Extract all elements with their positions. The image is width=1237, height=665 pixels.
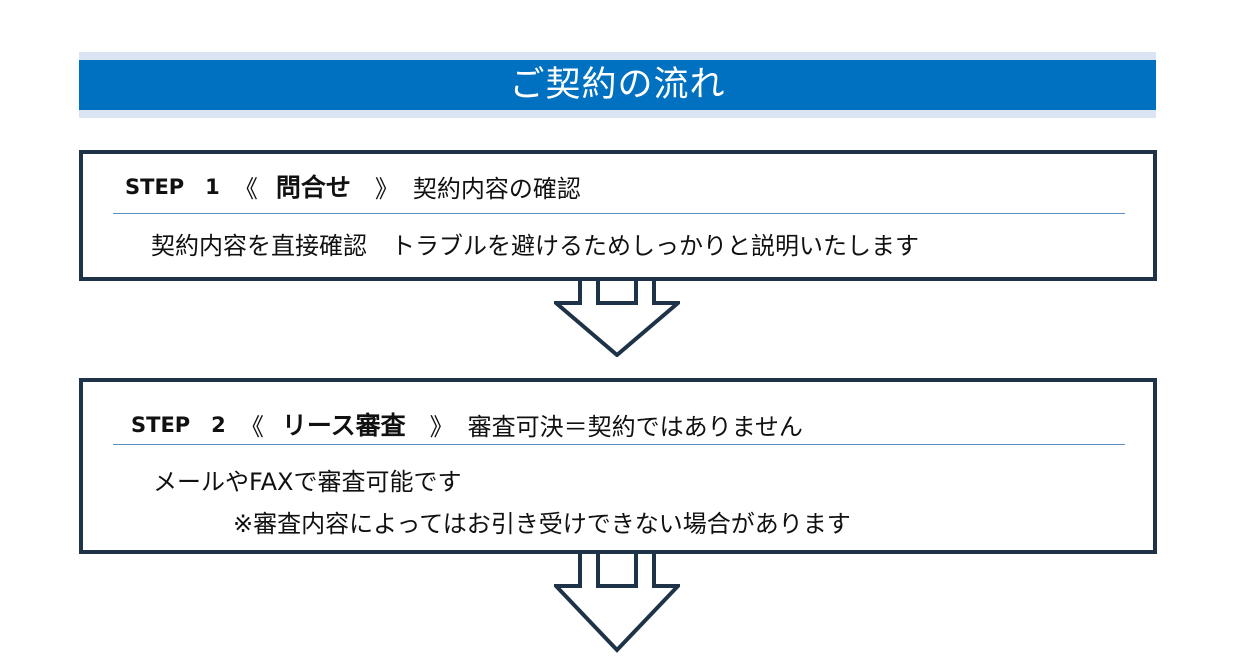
arrow-2-shape: [554, 550, 680, 653]
step-1-box: STEP 1 《 問合せ 》 契約内容の確認 契約内容を直接確認 トラブルを避け…: [79, 150, 1157, 281]
step-2-header: STEP 2 《 リース審査 》 審査可決＝契約ではありません: [131, 382, 803, 466]
step-2-body-line-2: ※審査内容によってはお引き受けできない場合があります: [233, 510, 851, 538]
step-2-close-bracket: 》: [429, 412, 454, 441]
step-2-box: STEP 2 《 リース審査 》 審査可決＝契約ではありません メールやFAXで…: [79, 378, 1157, 554]
down-arrow-icon: [554, 550, 680, 653]
step-1-close-bracket: 》: [374, 174, 399, 203]
step-2-divider: [113, 444, 1125, 445]
step-1-body-line-1: 契約内容を直接確認 トラブルを避けるためしっかりと説明いたします: [151, 232, 919, 260]
step-2-name: リース審査: [281, 411, 406, 440]
step-1-header: STEP 1 《 問合せ 》 契約内容の確認: [125, 154, 581, 218]
step-1-open-bracket: 《: [233, 174, 258, 203]
step-2-body-line-1: メールやFAXで審査可能です: [153, 468, 462, 496]
step-2-description: 審査可決＝契約ではありません: [467, 412, 803, 441]
step-2-label: STEP 2: [131, 413, 226, 437]
down-arrow-icon: [554, 277, 680, 357]
step-1-description: 契約内容の確認: [412, 174, 581, 203]
page-title: ご契約の流れ: [509, 64, 726, 105]
step-2-open-bracket: 《: [239, 412, 264, 441]
title-banner: ご契約の流れ: [79, 60, 1156, 110]
step-1-divider: [113, 213, 1125, 214]
step-1-name: 問合せ: [275, 173, 351, 202]
step-1-label: STEP 1: [125, 175, 220, 199]
arrow-1-shape: [554, 277, 680, 357]
